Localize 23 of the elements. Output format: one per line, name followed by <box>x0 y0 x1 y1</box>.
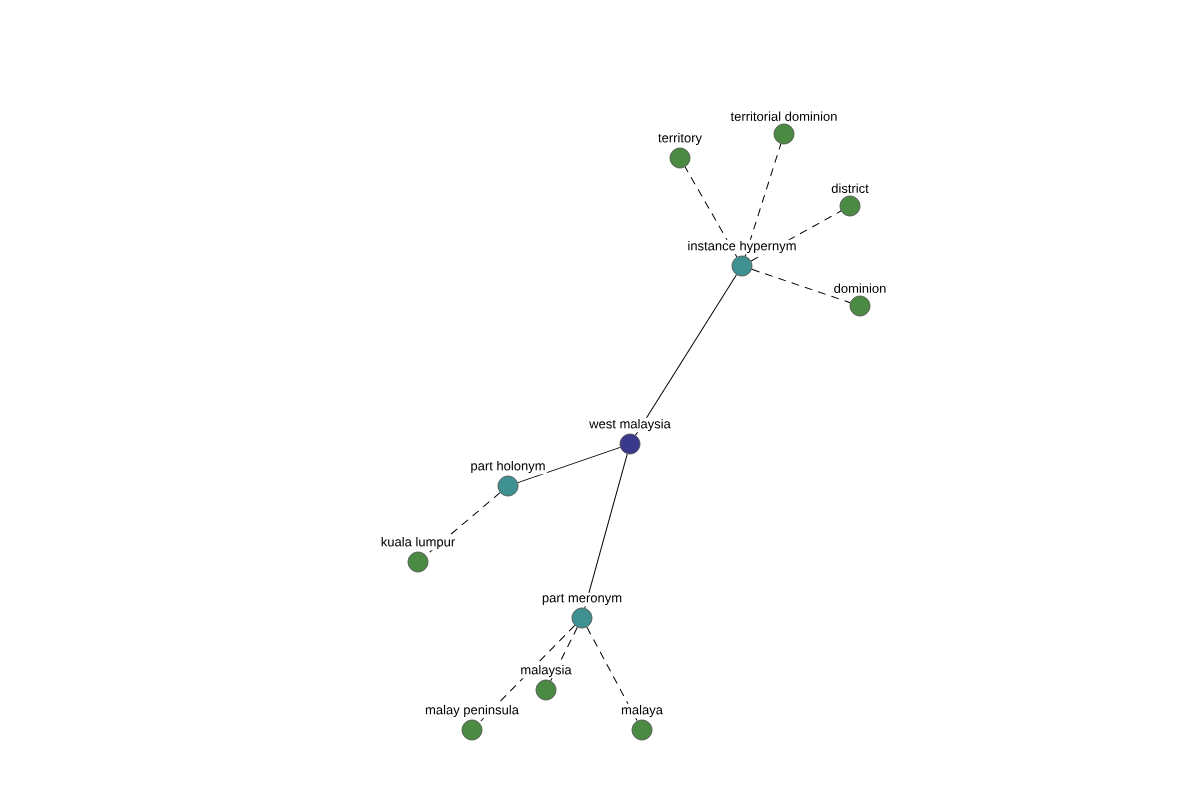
graph-node <box>535 679 557 701</box>
connector-line <box>517 446 621 484</box>
graph-node <box>571 607 593 629</box>
connector-line <box>635 274 737 436</box>
connector-line <box>751 268 851 304</box>
connector-line <box>744 143 782 257</box>
graph-node <box>461 719 483 741</box>
graph-node <box>631 719 653 741</box>
connector-line <box>586 626 638 722</box>
connector-line <box>550 626 578 682</box>
graph-node <box>731 255 753 277</box>
connector-line <box>684 166 738 258</box>
graph-node <box>497 475 519 497</box>
connector-line <box>478 624 576 724</box>
graph-node <box>839 195 861 217</box>
connector-line <box>425 492 501 556</box>
graph-node <box>407 551 429 573</box>
graph-node <box>619 433 641 455</box>
graph-node <box>773 123 795 145</box>
graph-node <box>849 295 871 317</box>
connector-line <box>750 210 842 262</box>
connector-line <box>584 453 628 609</box>
graph-node <box>669 147 691 169</box>
